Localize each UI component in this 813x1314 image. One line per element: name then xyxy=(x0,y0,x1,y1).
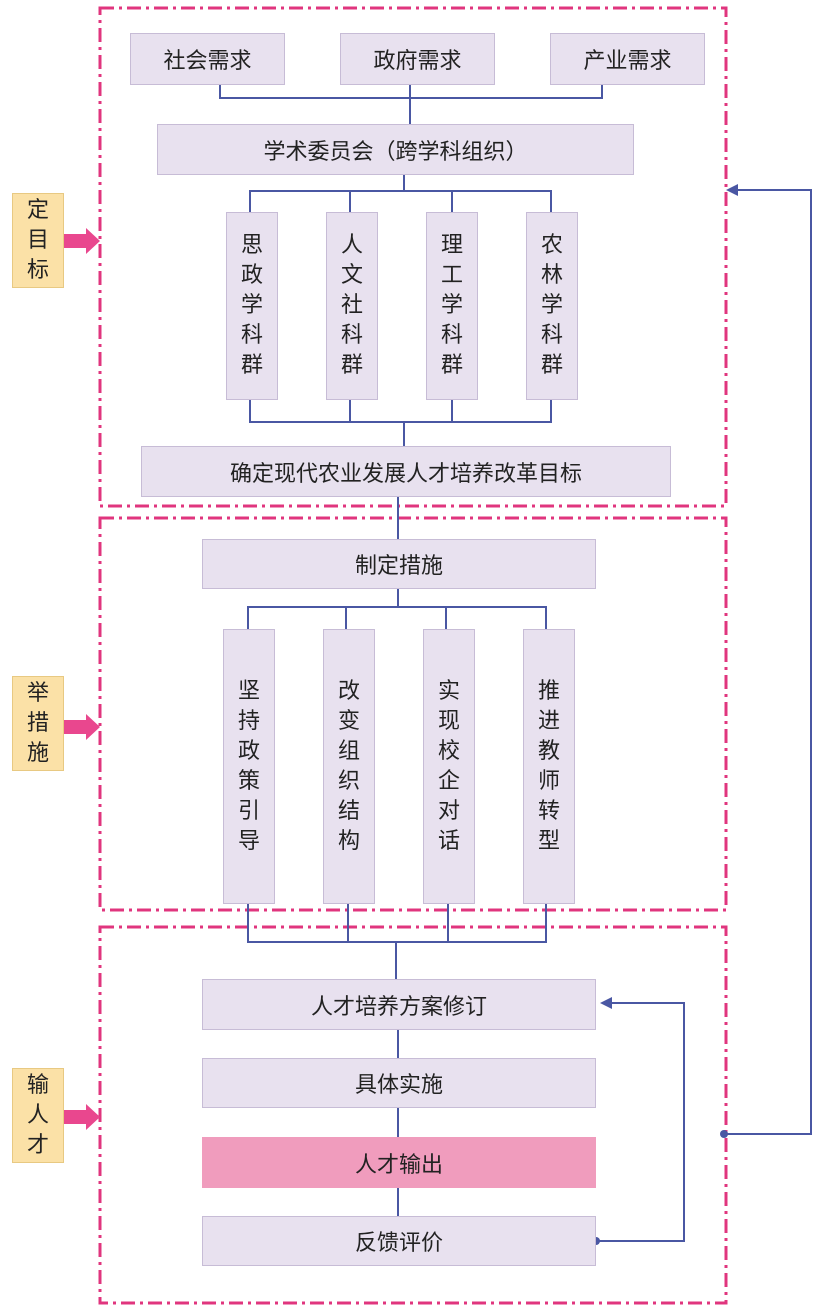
implementation: 具体实施 xyxy=(202,1058,596,1108)
side-label-goal: 定 目 标 xyxy=(12,193,64,288)
discipline-group-agriculture: 农 林 学 科 群 xyxy=(526,212,578,400)
loop-arrowhead xyxy=(726,184,738,196)
talent-output: 人才输出 xyxy=(202,1137,596,1188)
plan-revision: 人才培养方案修订 xyxy=(202,979,596,1030)
feedback-evaluation: 反馈评价 xyxy=(202,1216,596,1266)
measure-school-enterprise: 实 现 校 企 对 话 xyxy=(423,629,475,904)
discipline-group-humanities: 人 文 社 科 群 xyxy=(326,212,378,400)
measure-policy: 坚 持 政 策 引 导 xyxy=(223,629,275,904)
reform-target: 确定现代农业发展人才培养改革目标 xyxy=(141,446,671,497)
side-label-output: 输 人 才 xyxy=(12,1068,64,1163)
section-frame-goal xyxy=(98,6,728,508)
academic-committee: 学术委员会（跨学科组织） xyxy=(157,124,634,175)
arrow-output-icon xyxy=(64,1104,100,1130)
measure-teacher: 推 进 教 师 转 型 xyxy=(523,629,575,904)
loop-dot xyxy=(720,1130,728,1138)
discipline-group-ideology: 思 政 学 科 群 xyxy=(226,212,278,400)
feedback-arrowhead xyxy=(600,997,612,1009)
need-government: 政府需求 xyxy=(340,33,495,85)
measures-header: 制定措施 xyxy=(202,539,596,589)
section-frame-measures xyxy=(98,516,728,912)
section-frame-output xyxy=(98,925,728,1305)
measure-organization: 改 变 组 织 结 构 xyxy=(323,629,375,904)
arrow-measures-icon xyxy=(64,714,100,740)
arrow-goal-icon xyxy=(64,228,100,254)
discipline-group-science: 理 工 学 科 群 xyxy=(426,212,478,400)
need-social: 社会需求 xyxy=(130,33,285,85)
need-industry: 产业需求 xyxy=(550,33,705,85)
side-label-measures: 举 措 施 xyxy=(12,676,64,771)
